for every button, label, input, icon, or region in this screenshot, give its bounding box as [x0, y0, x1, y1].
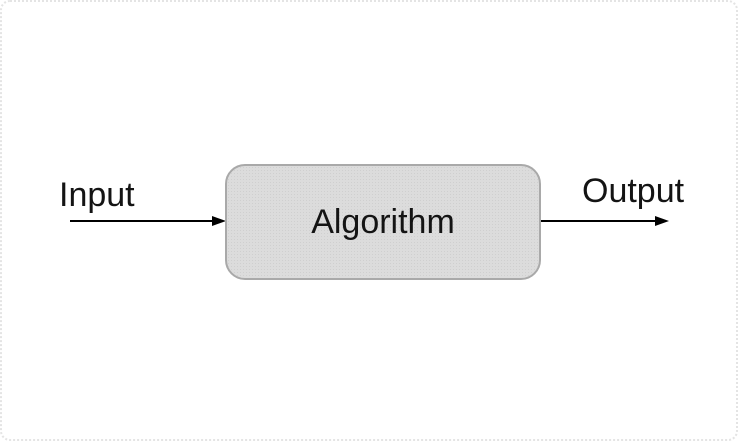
input-arrow-shaft — [70, 220, 212, 222]
output-label: Output — [582, 172, 685, 210]
algorithm-node: Algorithm — [225, 164, 541, 280]
input-arrowhead-icon — [212, 216, 226, 226]
output-arrow-shaft — [541, 220, 655, 222]
output-arrowhead-icon — [655, 216, 669, 226]
input-label: Input — [59, 176, 135, 214]
input-arrow — [70, 216, 226, 226]
algorithm-node-label: Algorithm — [311, 203, 455, 241]
output-arrow — [541, 216, 669, 226]
